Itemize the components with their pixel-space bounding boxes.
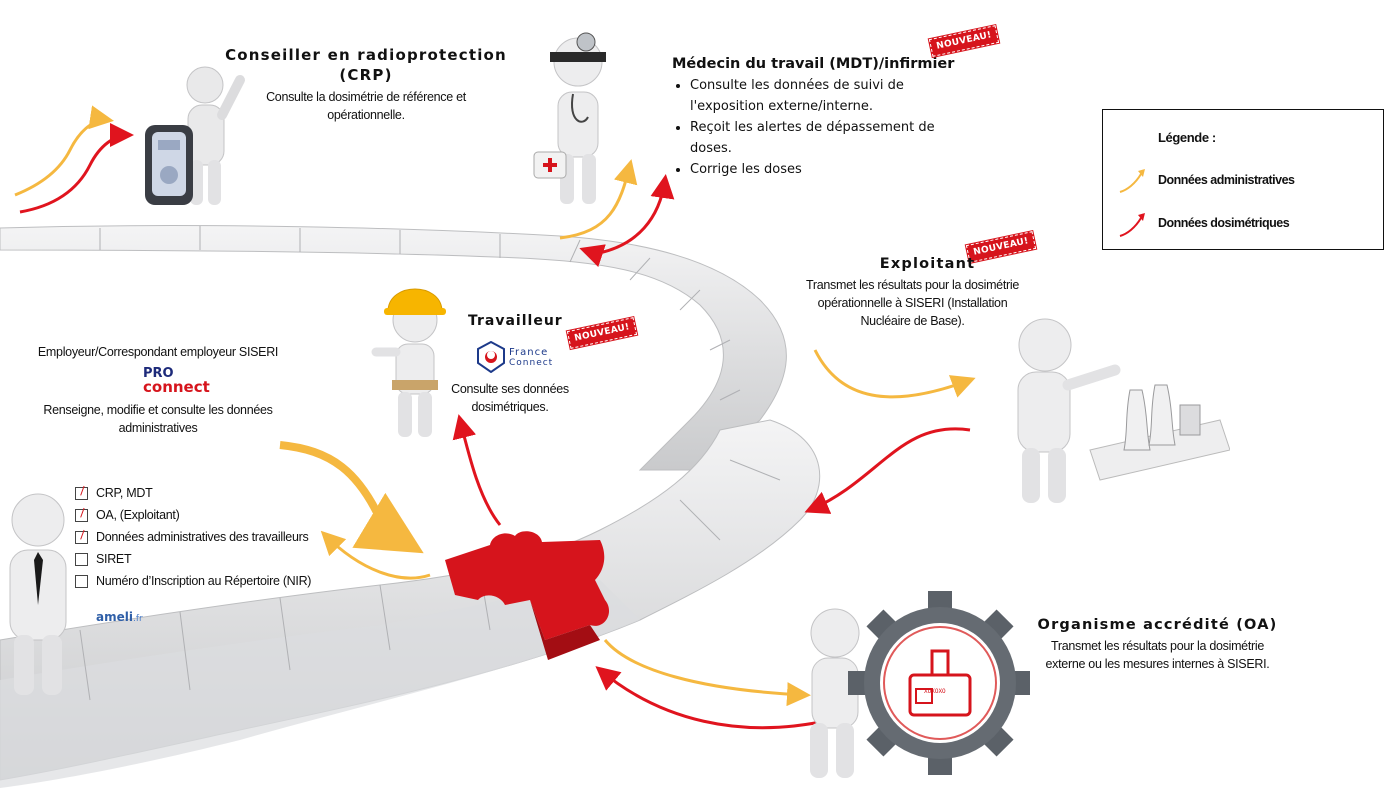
checklist-label: OA, (Exploitant) [96,508,180,522]
franceconnect-text-1: France [509,346,549,358]
mdt-bullet: Corrige les doses [690,159,962,180]
arrow-dosi-exploitant [804,427,971,514]
checklist-label: SIRET [96,552,132,566]
legend-admin-label: Données administratives [1158,173,1295,187]
oa-title: Organisme accrédité (OA) [1037,617,1278,633]
exploitant-figure-illustration [1017,318,1230,503]
employeur-desc-line2: administratives [118,421,198,435]
exploitant-desc-line3: Nucléaire de Base). [860,314,965,328]
arrow-admin-employeur [279,441,424,554]
exploitant-desc-line1: Transmet les résultats pour la dosimétri… [805,278,1020,292]
checklist-item[interactable]: Numéro d’Inscription au Répertoire (NIR) [75,570,325,592]
checklist-item[interactable]: CRP, MDT [75,482,325,504]
ameli-logo: ameli.fr [96,610,143,624]
mdt-bullet: Reçoit les alertes de dépassement de dos… [690,117,962,159]
ameli-logo-suffix: .fr [132,614,143,624]
checklist-item[interactable]: OA, (Exploitant) [75,504,325,526]
travailleur-desc-line2: dosimétriques. [471,400,549,414]
employeur-checklist: CRP, MDT OA, (Exploitant) Données admini… [75,482,325,592]
travailleur-desc-line1: Consulte ses données [451,382,569,396]
checkbox-checked[interactable] [75,486,88,500]
exploitant-block: Exploitant Transmet les résultats pour l… [790,256,1035,330]
crp-figure-illustration [145,66,245,205]
crp-title-abbr: (CRP) [339,66,393,84]
checklist-label: Numéro d’Inscription au Répertoire (NIR) [96,574,312,588]
oa-figure-illustration [810,591,1030,778]
checklist-label: Données administratives des travailleurs [96,530,309,544]
crp-block: Conseiller en radioprotection (CRP) Cons… [225,46,507,124]
crp-title: Conseiller en radioprotection [225,46,507,64]
legend-admin-arrow-icon [1119,169,1145,193]
employeur-block: Employeur/Correspondant employeur SISERI… [28,343,288,437]
travailleur-title: Travailleur [468,313,563,329]
arrow-admin-employeur-back [320,530,431,580]
legend-dosi-label: Données dosimétriques [1158,216,1290,230]
oa-device-label: XOXOXO [924,688,946,695]
franceconnect-shield-icon [477,341,505,373]
franceconnect-logo: France Connect [477,340,572,374]
mdt-title: Médecin du travail (MDT)/infirmier [672,56,955,72]
legend-box: Légende : Données administratives Donnée… [1102,109,1384,250]
checkbox-unchecked[interactable] [75,552,88,566]
arrow-admin-oa [603,639,811,707]
mdt-bullet-list: Consulte les données de suivi de l'expos… [672,75,962,180]
puzzle-seams [79,226,781,701]
arrow-dosi-oa [595,666,831,730]
checkbox-checked[interactable] [75,530,88,544]
checkbox-unchecked[interactable] [75,574,88,588]
employeur-desc-line1: Renseigne, modifie et consulte les donné… [43,403,273,417]
arrow-dosi-crp [19,123,134,214]
oa-block: Organisme accrédité (OA) Transmet les ré… [1030,617,1285,673]
red-puzzle-piece [445,531,610,640]
employeur-figure-illustration [9,493,67,695]
oa-desc-line2: externe ou les mesures internes à SISERI… [1045,657,1270,671]
mdt-figure-illustration [533,32,606,204]
mdt-bullet: Consulte les données de suivi de l'expos… [690,75,962,117]
proconnect-logo: PRO connect [93,367,223,395]
legend-title: Légende : [1158,130,1216,145]
mdt-block: Médecin du travail (MDT)/infirmier Consu… [672,56,962,180]
arrow-admin-crp [14,105,114,197]
travailleur-figure-illustration [371,288,446,437]
checklist-label: CRP, MDT [96,486,153,500]
proconnect-logo-bottom: connect [143,378,210,396]
legend-dosi-arrow-icon [1119,213,1145,237]
crp-desc-line2: opérationnelle. [327,108,405,122]
travailleur-desc: Consulte ses données dosimétriques. [450,380,570,416]
oa-desc-line1: Transmet les résultats pour la dosimétri… [1050,639,1265,653]
proconnect-logo-top: PRO [143,366,174,381]
exploitant-title: Exploitant [879,256,976,272]
arrow-dosi-travailleur [452,414,502,526]
arrow-admin-exploitant [813,349,976,399]
franceconnect-text-2: Connect [509,357,554,368]
lower-puzzle-band-front [0,580,640,788]
arrow-admin-mdt [559,159,638,240]
exploitant-desc-line2: opérationnelle à SISERI (Installation [817,296,1008,310]
checkbox-checked[interactable] [75,508,88,522]
employeur-title: Employeur/Correspondant employeur SISERI [37,345,279,359]
crp-desc-line1: Consulte la dosimétrie de référence et [266,90,466,104]
checklist-item[interactable]: SIRET [75,548,325,570]
checklist-item[interactable]: Données administratives des travailleurs [75,526,325,548]
ameli-logo-text: ameli [96,610,133,624]
